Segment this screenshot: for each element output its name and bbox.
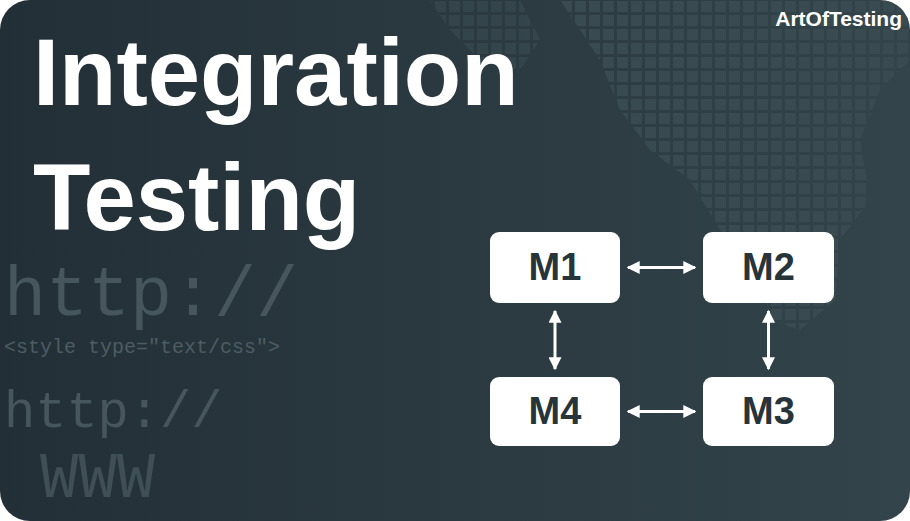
module-box: M2 (703, 232, 834, 303)
watermark-code: http:// (4, 388, 222, 440)
connector-arrow (554, 311, 557, 369)
title: Integration Testing (33, 10, 653, 260)
module-label: M1 (529, 247, 582, 289)
watermark-code: WWW (40, 448, 155, 512)
module-label: M2 (742, 247, 795, 289)
watermark-code: <style type="text/css"> (4, 338, 280, 358)
module-box: M4 (490, 377, 620, 446)
connector-arrow (628, 410, 695, 413)
module-label: M4 (529, 391, 582, 433)
brand-logo: ArtOfTesting (775, 8, 902, 29)
module-box: M1 (490, 232, 620, 303)
module-label: M3 (742, 391, 795, 433)
connector-arrow (628, 266, 695, 269)
watermark-code: http:// (4, 262, 298, 332)
module-box: M3 (703, 377, 834, 446)
connector-arrow (767, 311, 770, 369)
